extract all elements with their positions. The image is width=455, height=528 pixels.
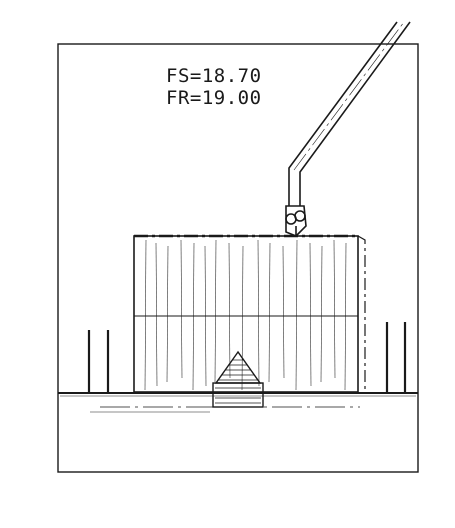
left-posts [87, 330, 110, 392]
annotation-fr: FR=19.00 [166, 87, 262, 109]
pyramid-hatching [218, 359, 258, 381]
hatch-line [295, 239, 298, 391]
right-dashdot-outline [357, 235, 366, 392]
hatch-line [241, 245, 244, 391]
hatch-line [155, 242, 158, 387]
pyramid-base-hatching [215, 387, 261, 404]
hatch-line [180, 239, 183, 379]
hatch-line [320, 245, 323, 383]
right-posts [385, 322, 407, 392]
hatch-line [144, 239, 147, 391]
hatch-line [282, 245, 285, 379]
hatch-line [166, 245, 169, 383]
main-structure [133, 234, 359, 393]
hatch-line [344, 242, 347, 391]
outer-frame [57, 43, 419, 473]
hook-ring-right [294, 210, 306, 222]
hatch-line [192, 242, 195, 391]
pyramid-base [212, 382, 264, 408]
pyramid-outline [214, 350, 262, 384]
hatch-line [268, 242, 271, 383]
annotation-fs: FS=18.70 [166, 65, 262, 87]
hatch-line [257, 239, 260, 387]
hatch-line [204, 245, 207, 387]
arm-line-inner [299, 21, 411, 206]
hook-clamp [285, 205, 307, 237]
hatch-line [214, 239, 217, 383]
hook-body [285, 205, 307, 237]
structure-hatching [144, 239, 347, 391]
hatch-line [333, 239, 336, 379]
arm-line-outer [288, 21, 398, 206]
hatch-line [228, 242, 231, 379]
crane-arm [288, 21, 411, 206]
hatch-line [309, 242, 312, 387]
pyramid-symbol [212, 350, 264, 408]
